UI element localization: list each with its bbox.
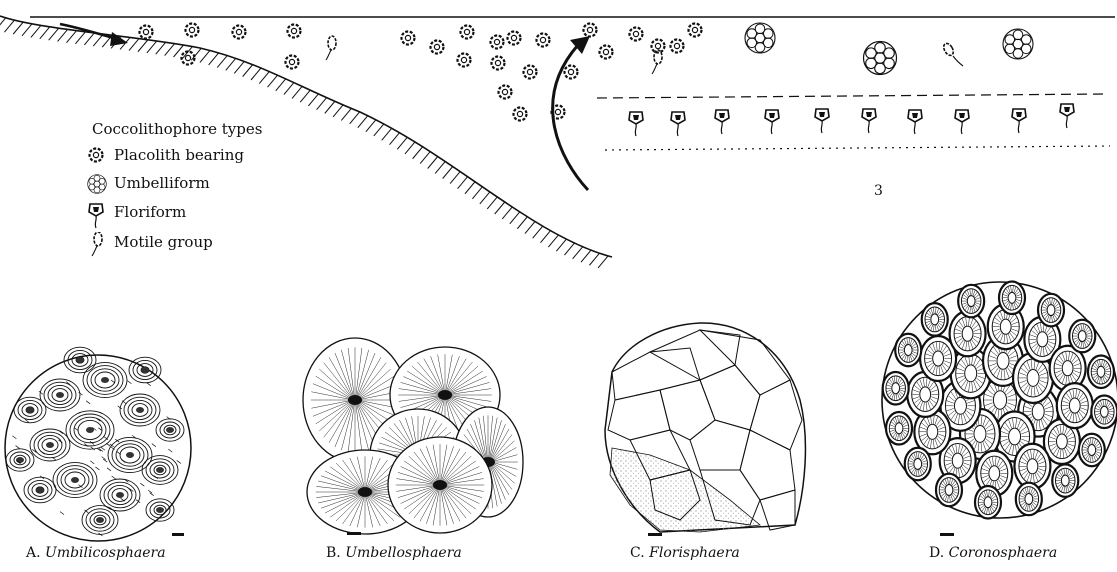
placolith-cell <box>671 40 684 53</box>
placolith-cell <box>499 86 512 99</box>
caption-a: A. Umbilicosphaera <box>26 545 166 561</box>
placolith-cell <box>689 24 702 37</box>
dotted-depth-line <box>605 146 1110 150</box>
placolith-cell <box>508 32 521 45</box>
placolith-cell <box>514 108 527 121</box>
floriform-cell <box>715 110 729 134</box>
placolith-cell <box>630 28 643 41</box>
caption-d: D. Coronosphaera <box>929 545 1057 561</box>
coccolithophore-population <box>140 23 1075 136</box>
floriform-cell <box>1012 109 1026 133</box>
zone-number: 3 <box>874 183 883 199</box>
placolith-cell <box>524 66 537 79</box>
motile-icon <box>86 232 110 260</box>
placolith-cell <box>565 66 578 79</box>
floriform-icon <box>86 202 110 230</box>
scale-bar <box>940 533 954 536</box>
floriform-cell <box>1060 104 1074 128</box>
floriform-cell <box>908 110 922 134</box>
caption-b: B. Umbellosphaera <box>326 545 462 561</box>
placolith-icon <box>86 145 110 167</box>
onshore-current-arrow <box>60 24 128 46</box>
placolith-cell <box>491 36 504 49</box>
scale-bar <box>172 533 184 536</box>
placolith-cell <box>492 57 505 70</box>
floriform-cell <box>815 109 829 133</box>
motile-cell <box>652 50 662 74</box>
placolith-cell <box>233 26 246 39</box>
florisphaera-drawing <box>605 323 805 536</box>
upwelling-arrow <box>553 36 590 190</box>
coronosphaera-drawing <box>882 282 1117 536</box>
placolith-cell <box>537 34 550 47</box>
floriform-cell <box>862 109 876 133</box>
placolith-cell <box>286 56 299 69</box>
placolith-cell <box>461 26 474 39</box>
placolith-cell <box>584 24 597 37</box>
floriform-cell <box>671 112 685 136</box>
floriform-cell <box>765 110 779 134</box>
umbelliform-cell <box>1003 29 1033 59</box>
placolith-cell <box>431 41 444 54</box>
placolith-cell <box>458 54 471 67</box>
legend-label: Placolith bearing <box>114 148 244 163</box>
scale-bar <box>648 533 662 536</box>
umbilicosphaera-drawing <box>5 347 191 541</box>
legend-label: Motile group <box>114 235 213 250</box>
placolith-cell <box>140 26 153 39</box>
scale-bar <box>347 532 361 535</box>
motile-cell <box>326 36 336 60</box>
floriform-cell <box>955 110 969 134</box>
placolith-cell <box>402 32 415 45</box>
umbelliform-cell <box>864 42 897 75</box>
seafloor-profile <box>0 16 612 268</box>
placolith-cell <box>186 24 199 37</box>
legend-title: Coccolithophore types <box>92 122 262 137</box>
legend-label: Floriform <box>114 205 186 220</box>
umbelliform-icon <box>86 173 110 197</box>
placolith-cell <box>600 46 613 59</box>
legend-label: Umbelliform <box>114 176 210 191</box>
umbellosphaera-drawing <box>303 338 523 535</box>
umbelliform-cell <box>745 23 775 53</box>
caption-c: C. Florisphaera <box>630 545 740 561</box>
motile-cell <box>942 42 963 66</box>
dashed-depth-line <box>597 94 1105 98</box>
floriform-cell <box>629 112 643 136</box>
placolith-cell <box>288 25 301 38</box>
